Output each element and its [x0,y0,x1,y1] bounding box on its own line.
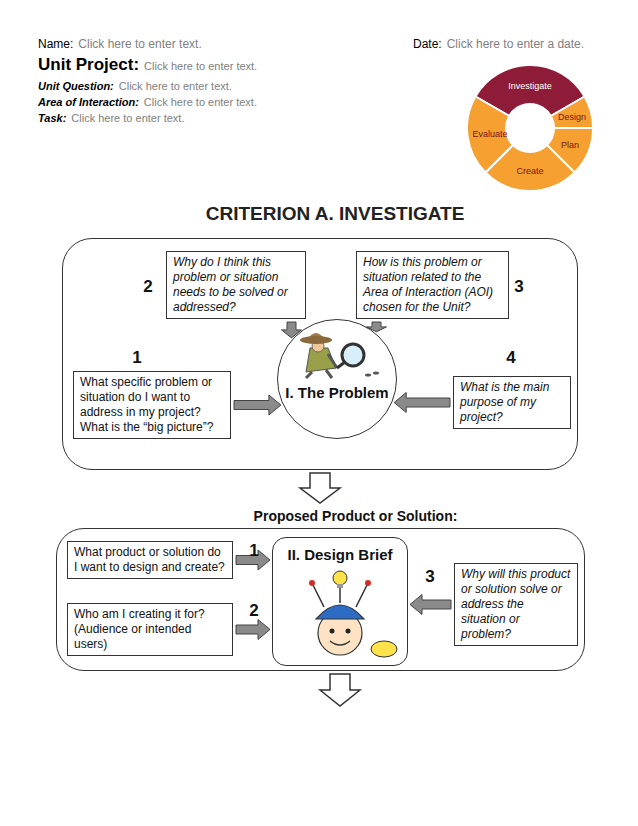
field-label: Unit Project: [38,55,139,75]
down-block-arrow [300,473,340,503]
question-box: What product or solution do I want to de… [67,541,233,579]
form-row: Name: Click here to enter text. [38,37,202,51]
callout-number: 3 [514,277,523,297]
panel-region: Proposed Product or Solution: What produc… [56,505,585,671]
panel-heading: Proposed Product or Solution: [56,505,585,525]
placeholder-text: Click here to enter text. [78,37,201,51]
question-text: What product or solution do I want to de… [74,545,226,575]
form-row: Task: Click here to enter text. [38,112,184,124]
question-text: How is this problem or situation related… [363,255,502,315]
block-arrow [394,393,450,413]
thinking-kid-illustration [309,571,397,657]
page-title: CRITERION A. INVESTIGATE [0,202,638,226]
field-label: Task: [38,112,66,124]
form-row: Date: Click here to enter a date. [413,37,584,51]
callout-number: 3 [425,567,434,587]
wheel-label: Evaluate [472,129,507,139]
field-label: Area of Interaction: [38,96,139,108]
question-box: Who am I creating it for? (Audience or i… [67,603,233,656]
callout-number: 1 [132,348,141,368]
block-arrow [236,620,270,640]
field-label: Unit Question: [38,80,114,92]
placeholder-text: Click here to enter a date. [447,37,584,51]
node-title: II. Design Brief [273,546,407,564]
field-label: Date: [413,37,442,51]
block-arrow [282,322,302,338]
placeholder-text: Click here to enter text. [144,60,257,72]
wheel-label: Investigate [508,81,552,91]
question-text: What specific problem or situation do I … [80,375,224,435]
question-box: Why do I think this problem or situation… [166,251,306,319]
problem-circle: I. The Problem [277,319,397,439]
callout-number: 2 [143,277,152,297]
down-block-arrow [320,674,360,706]
node-title: I. The Problem [278,384,396,402]
question-box: How is this problem or situation related… [356,251,509,319]
placeholder-text: Click here to enter text. [71,112,184,124]
wheel-label: Create [516,166,543,176]
detective-illustration [300,333,379,378]
block-arrow [234,395,281,415]
field-label: Name: [38,37,73,51]
placeholder-text: Click here to enter text. [119,80,232,92]
form-row: Area of Interaction: Click here to enter … [38,96,257,108]
form-row: Unit Question: Click here to enter text. [38,80,232,92]
question-box: Why will this product or solution solve … [454,563,578,646]
wheel-label: Design [558,112,586,122]
question-text: What is the main purpose of my project? [460,380,564,425]
question-text: Who am I creating it for? (Audience or i… [74,607,226,652]
block-arrow [367,322,387,332]
question-box: What specific problem or situation do I … [73,371,231,439]
placeholder-text: Click here to enter text. [144,96,257,108]
design-brief-box: II. Design Brief [272,537,408,666]
design-cycle-wheel [467,65,593,191]
question-text: Why will this product or solution solve … [461,567,571,642]
form-row: Unit Project: Click here to enter text. [38,55,257,75]
wheel-label: Plan [561,140,579,150]
question-text: Why do I think this problem or situation… [173,255,299,315]
callout-number: 4 [506,348,515,368]
callout-number: 1 [249,541,258,561]
question-box: What is the main purpose of my project? [453,376,571,429]
callout-number: 2 [249,601,258,621]
block-arrow [410,595,451,615]
